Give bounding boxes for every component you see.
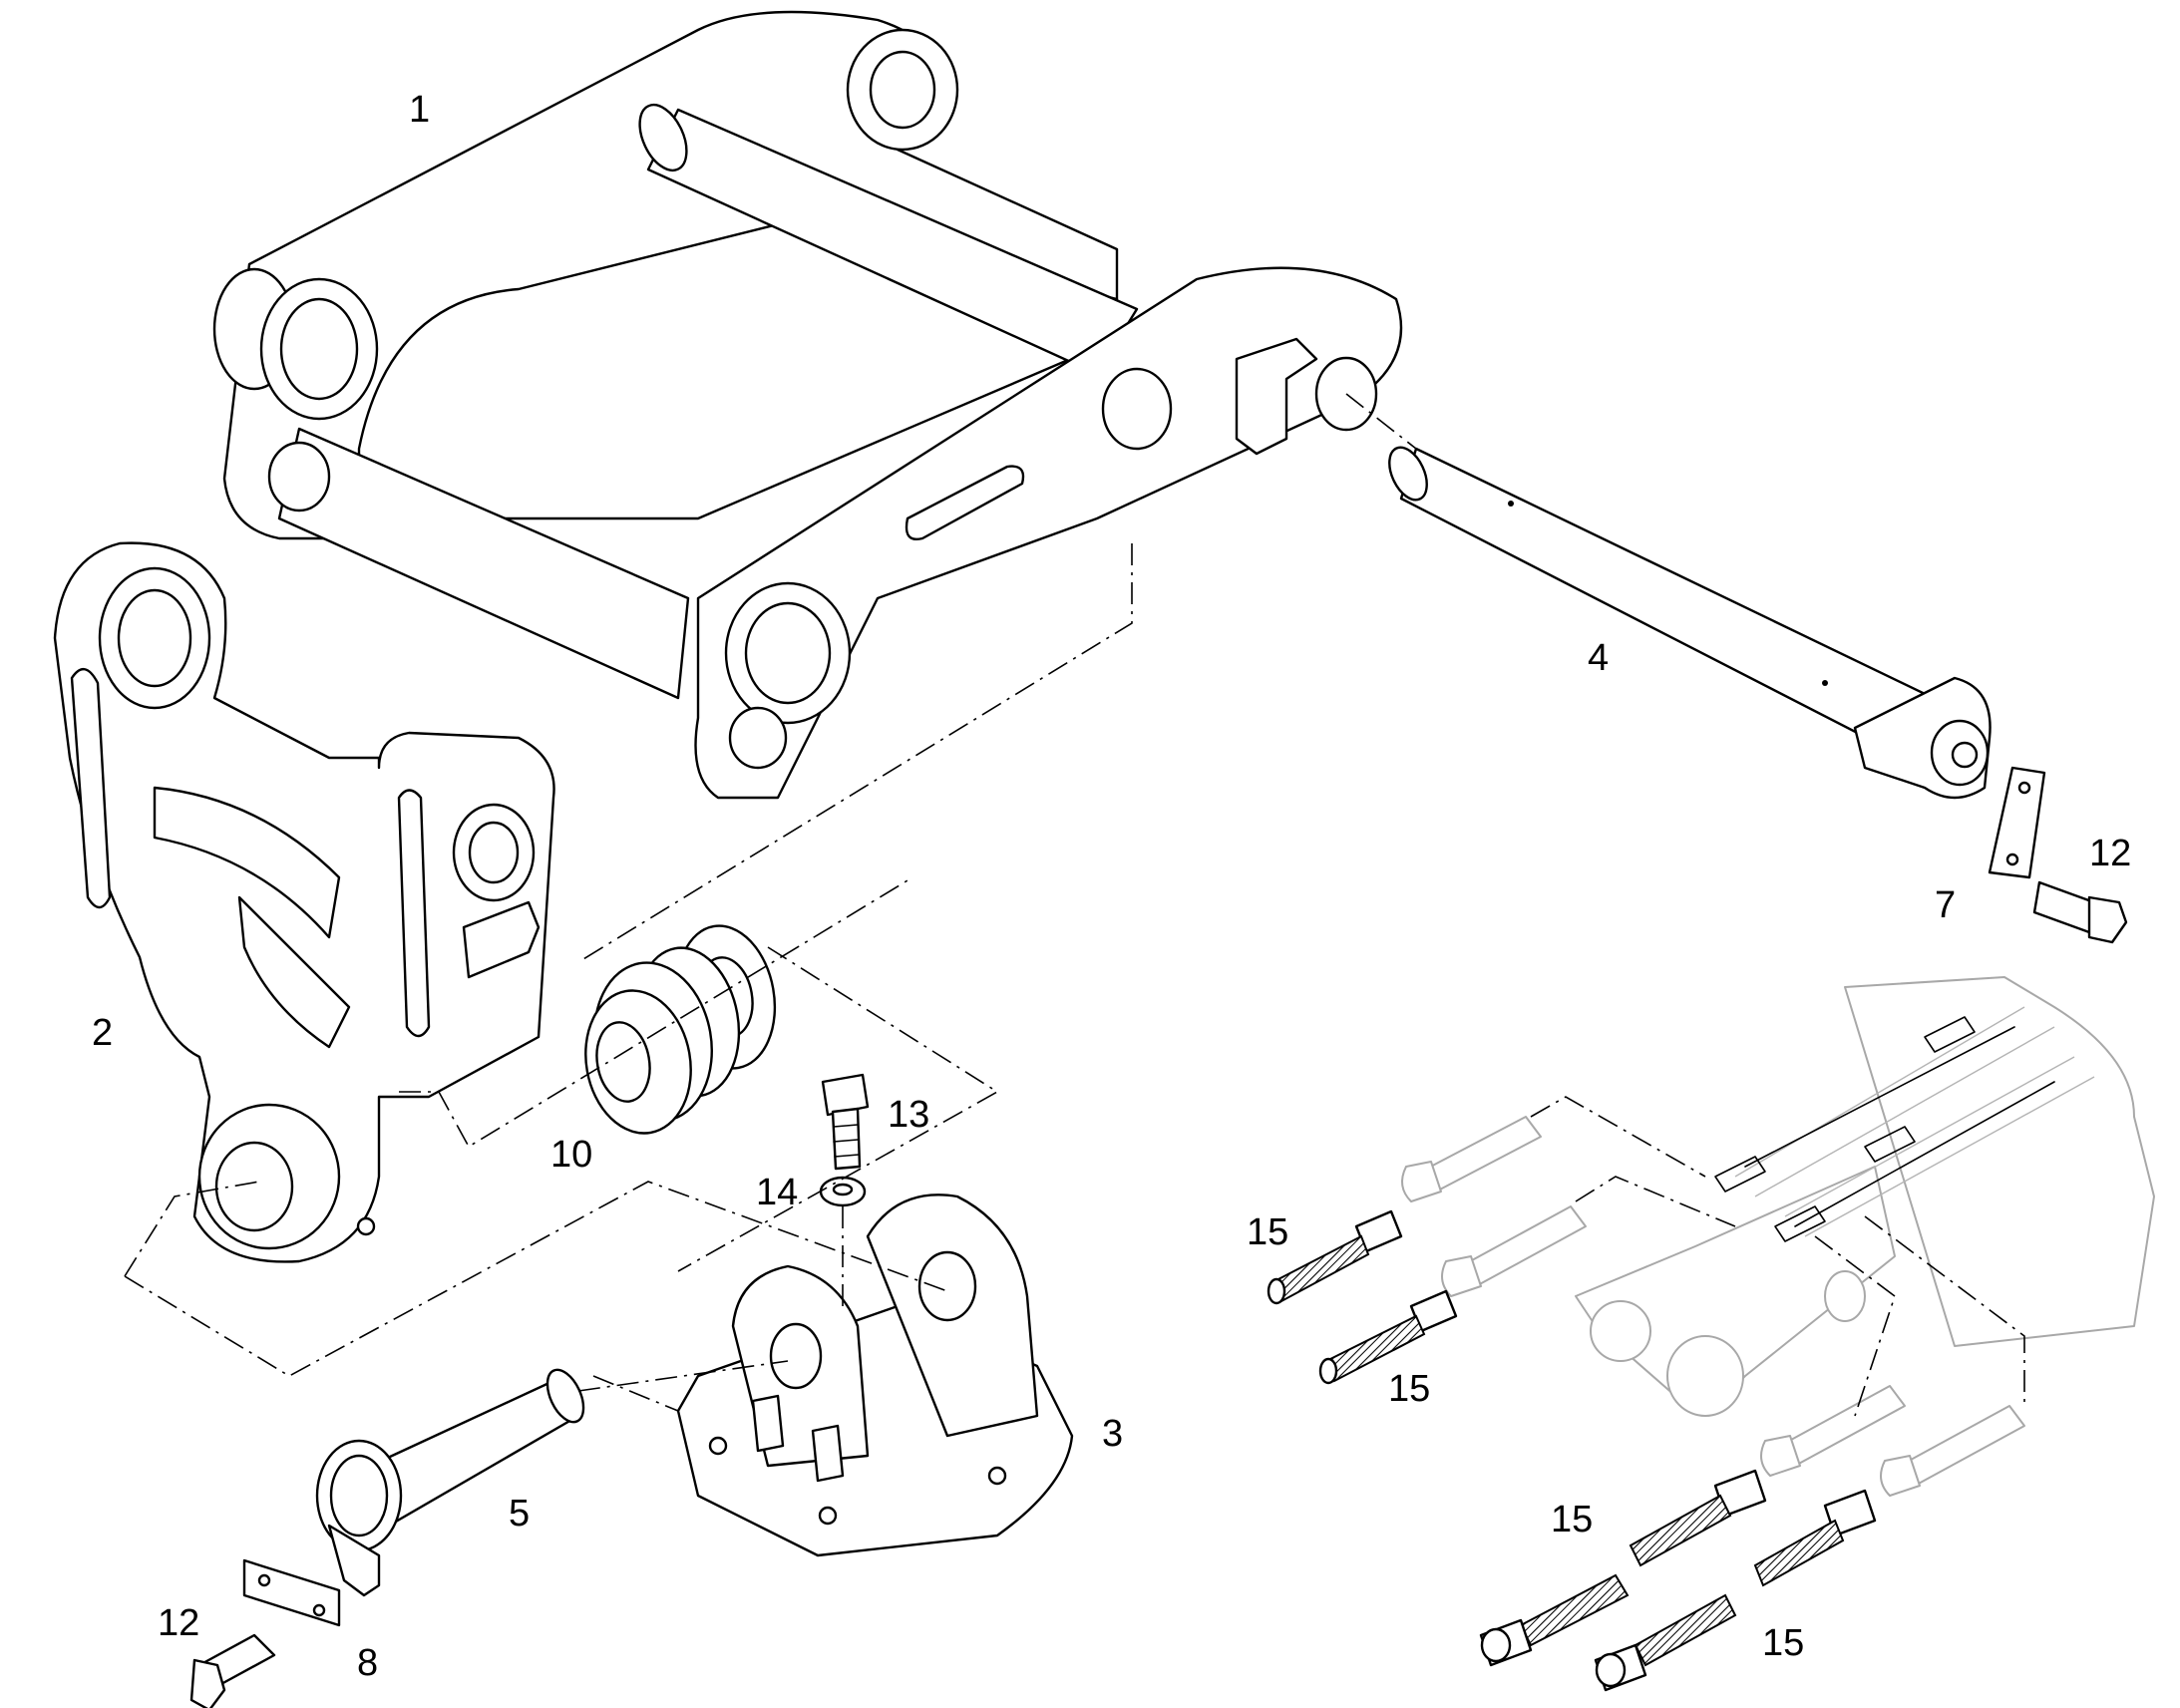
part-15-hose-lower-a bbox=[1479, 1469, 1767, 1667]
part-14-washer bbox=[819, 1176, 867, 1207]
callout-12-right: 12 bbox=[2089, 833, 2131, 874]
part-15-hose-lower-b bbox=[1594, 1489, 1877, 1692]
callout-14: 14 bbox=[756, 1172, 798, 1213]
part-4-long-pin bbox=[1388, 446, 1992, 800]
callout-1: 1 bbox=[409, 89, 430, 131]
part-2-arm bbox=[53, 541, 555, 1263]
callout-15-a: 15 bbox=[1247, 1211, 1288, 1253]
callout-10: 10 bbox=[550, 1134, 592, 1176]
fitting-lower-right bbox=[1880, 1405, 2025, 1497]
fitting-upper-right bbox=[1441, 1205, 1587, 1297]
callout-4: 4 bbox=[1588, 637, 1609, 679]
fitting-lower-left bbox=[1760, 1385, 1906, 1477]
callout-15-c: 15 bbox=[1551, 1499, 1593, 1540]
part-8-lock-plate bbox=[242, 1558, 341, 1627]
fitting-upper-left bbox=[1401, 1116, 1542, 1202]
callout-7: 7 bbox=[1935, 884, 1956, 926]
part-10-spool bbox=[584, 924, 777, 1135]
callout-15-d: 15 bbox=[1762, 1622, 1804, 1664]
part-15-hose-upper-b bbox=[1318, 1289, 1458, 1385]
callout-12-left: 12 bbox=[158, 1602, 199, 1644]
part-15-hose-upper-a bbox=[1267, 1209, 1403, 1305]
part-1-frame bbox=[212, 10, 1403, 800]
ghosted-machine-background bbox=[1575, 976, 2155, 1417]
callout-5: 5 bbox=[509, 1493, 530, 1535]
part-12-bolt-right bbox=[2032, 880, 2128, 944]
part-5-short-pin bbox=[315, 1368, 585, 1597]
callout-labels: 1 2 3 4 5 7 8 10 12 12 13 14 15 15 15 15 bbox=[92, 89, 2131, 1684]
assembly-center-lines bbox=[124, 393, 2025, 1417]
part-13-bolt bbox=[821, 1073, 870, 1171]
callout-2: 2 bbox=[92, 1012, 113, 1054]
callout-13: 13 bbox=[888, 1094, 929, 1136]
callout-8: 8 bbox=[357, 1642, 378, 1684]
callout-15-b: 15 bbox=[1388, 1368, 1430, 1410]
part-3-base bbox=[676, 1194, 1074, 1557]
callout-3: 3 bbox=[1102, 1413, 1123, 1455]
part-7-lock-plate bbox=[1988, 766, 2046, 879]
part-12-bolt-left bbox=[189, 1633, 276, 1708]
